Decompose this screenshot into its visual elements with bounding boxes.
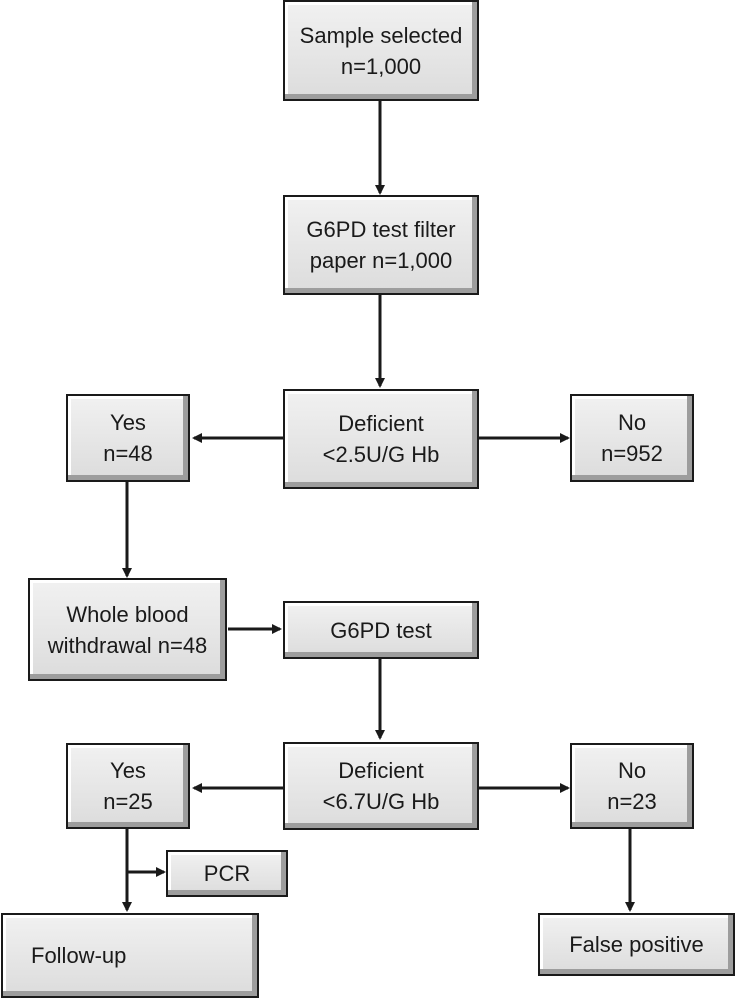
deficient-1-label: Deficient <box>338 411 424 436</box>
no-1-label: No <box>617 410 647 435</box>
no-2-box: No n=23 <box>570 743 694 829</box>
filter-paper-test-label: G6PD test filter <box>306 217 456 242</box>
yes-1-count: n=48 <box>103 441 153 466</box>
yes-1-box: Yes n=48 <box>66 394 190 482</box>
follow-up-label: Follow-up <box>31 943 127 968</box>
deficient-2-label: Deficient <box>338 758 424 783</box>
sample-selected-label: Sample selected <box>299 22 463 48</box>
pcr-label: PCR <box>203 861 251 886</box>
whole-blood-count: withdrawal n=48 <box>47 632 208 658</box>
g6pd-test-label: G6PD test <box>330 617 432 643</box>
no-2-label: No <box>617 758 647 783</box>
sample-count: n=1,000 <box>340 53 422 79</box>
deficient-threshold-2-box: Deficient <6.7U/G Hb <box>283 742 479 830</box>
yes-2-box: Yes n=25 <box>66 743 190 829</box>
deficient-1-threshold: <2.5U/G Hb <box>322 442 440 467</box>
no-2-count: n=23 <box>607 789 657 814</box>
whole-blood-withdrawal-box: Whole blood withdrawal n=48 <box>28 578 227 681</box>
follow-up-box: Follow-up <box>1 913 259 998</box>
yes-1-label: Yes <box>110 410 146 435</box>
whole-blood-label: Whole blood <box>66 601 189 627</box>
false-positive-box: False positive <box>538 913 735 976</box>
false-positive-label: False positive <box>569 932 704 957</box>
yes-2-count: n=25 <box>103 789 153 814</box>
no-1-count: n=952 <box>601 441 663 466</box>
g6pd-test-box: G6PD test <box>283 601 479 659</box>
deficient-2-threshold: <6.7U/G Hb <box>322 789 440 814</box>
yes-2-label: Yes <box>110 758 146 783</box>
filter-paper-test-count: paper n=1,000 <box>309 248 453 273</box>
pcr-box: PCR <box>166 850 288 897</box>
deficient-threshold-1-box: Deficient <2.5U/G Hb <box>283 389 479 489</box>
filter-paper-test-box: G6PD test filter paper n=1,000 <box>283 195 479 295</box>
sample-selected-box: Sample selected n=1,000 <box>283 0 479 101</box>
no-1-box: No n=952 <box>570 394 694 482</box>
